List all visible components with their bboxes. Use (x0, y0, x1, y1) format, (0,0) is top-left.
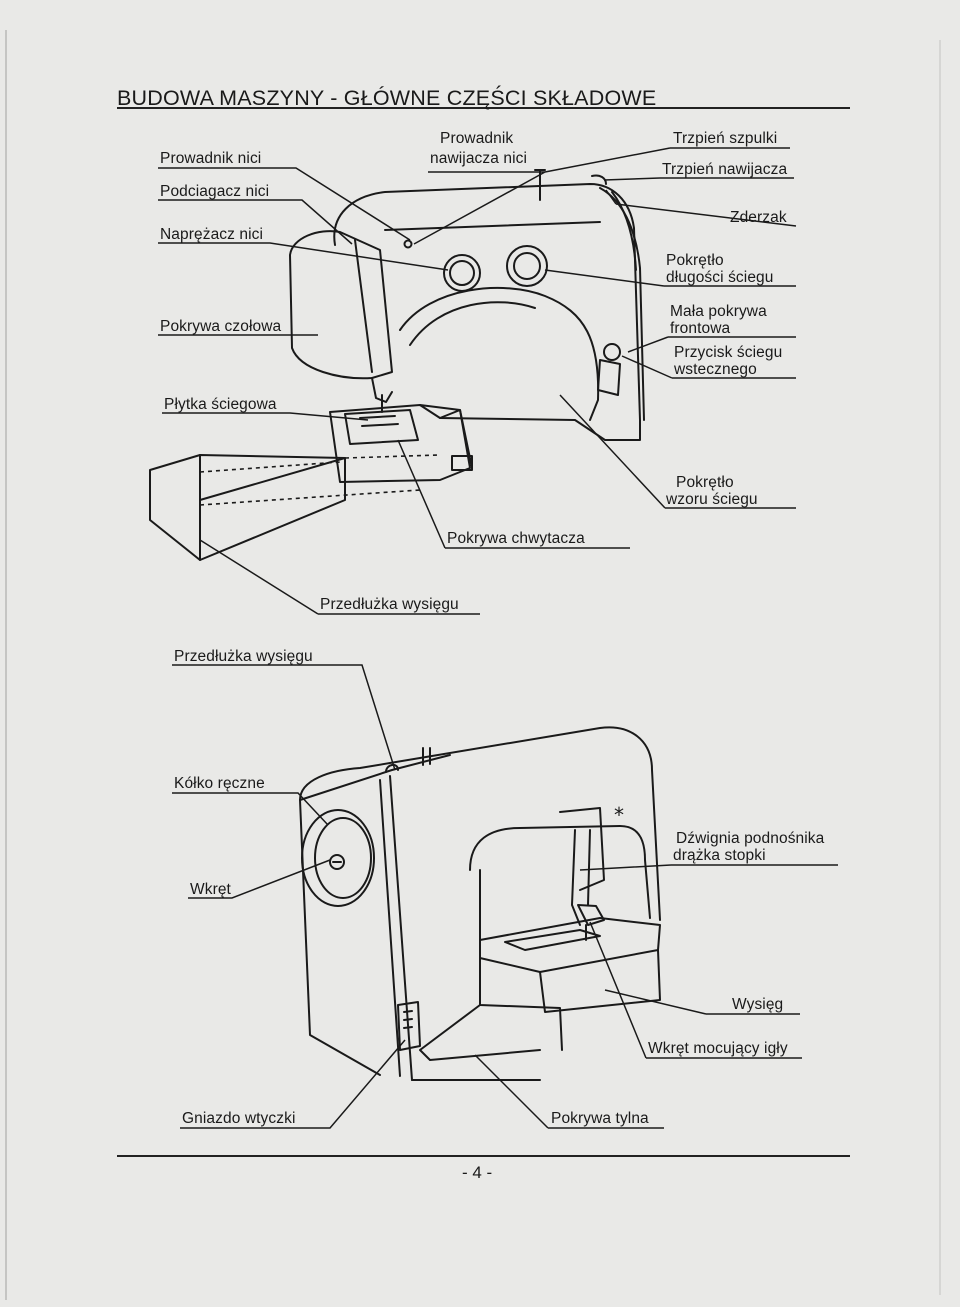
label-lifter-line2: drążka stopki (673, 847, 766, 864)
label-bobbin-pin: Trzpień szpulki (673, 130, 778, 147)
label-free-arm: Wysięg (732, 996, 784, 1013)
label-small-cover-line2: frontowa (670, 320, 731, 337)
label-thread-guide: Prowadnik nici (160, 150, 262, 167)
label-extension-table-1: Przedłużka wysięgu (320, 596, 459, 613)
label-winder-guide-line2: nawijacza nici (430, 150, 528, 167)
label-screw: Wkręt (190, 881, 231, 898)
label-reverse-line1: Przycisk ściegu (674, 344, 783, 361)
label-extension-table-2: Przedłużka wysięgu (174, 648, 313, 665)
label-small-cover-line1: Mała pokrywa (670, 303, 767, 320)
label-stopper: Zderzak (730, 209, 787, 226)
label-take-up-lever: Podciagacz nici (160, 183, 270, 200)
label-socket: Gniazdo wtyczki (182, 1110, 296, 1127)
page-title: BUDOWA MASZYNY - GŁÓWNE CZĘŚCI SKŁADOWE (117, 86, 657, 110)
label-needle-plate: Płytka ściegowa (164, 396, 277, 413)
label-pattern-line2: wzoru ściegu (666, 491, 758, 508)
label-reverse-line2: wstecznego (674, 361, 757, 378)
label-tension-dial: Naprężacz nici (160, 226, 264, 243)
label-handwheel: Kółko ręczne (174, 775, 265, 792)
label-stitch-length-line1: Pokrętło (666, 252, 724, 269)
label-winder-guide-line1: Prowadnik (440, 130, 514, 147)
label-face-cover: Pokrywa czołowa (160, 318, 282, 335)
label-winder-spindle: Trzpień nawijacza (662, 161, 788, 178)
label-pattern-line1: Pokrętło (676, 474, 734, 491)
label-hook-cover: Pokrywa chwytacza (447, 530, 585, 547)
label-needle-clamp: Wkręt mocujący igły (648, 1040, 788, 1057)
asterisk-marker: * (614, 803, 624, 827)
page-number: - 4 - (462, 1163, 493, 1182)
label-lifter-line1: Dźwignia podnośnika (676, 830, 825, 847)
label-stitch-length-line2: długości ściegu (666, 269, 774, 286)
label-back-cover: Pokrywa tylna (551, 1110, 649, 1127)
